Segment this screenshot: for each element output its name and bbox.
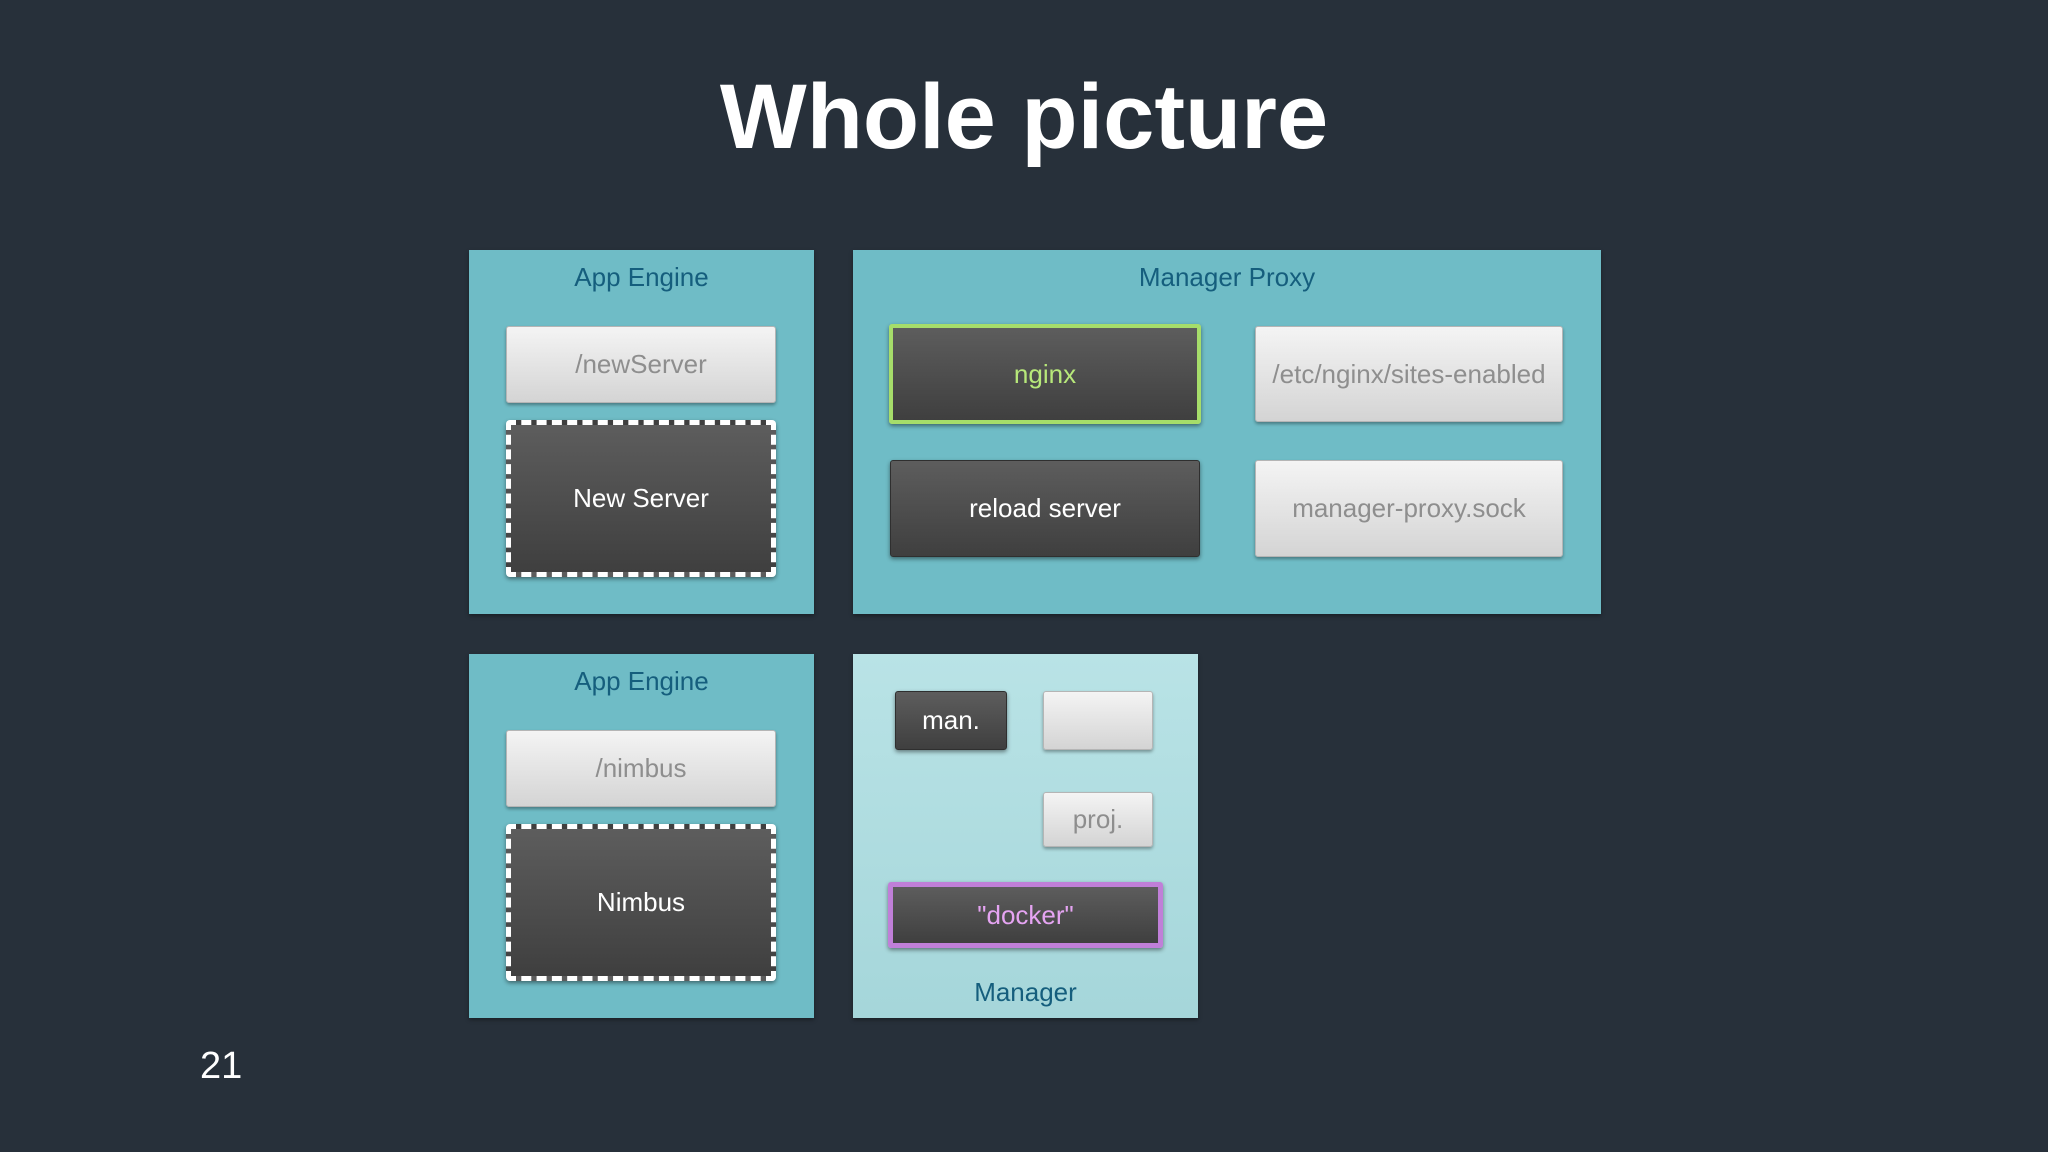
manager-proxy-panel: Manager Proxy nginx /etc/nginx/sites-ena… [853,250,1601,614]
proj-box: proj. [1043,792,1153,847]
sites-enabled-box: /etc/nginx/sites-enabled [1255,326,1563,422]
app-engine-label: App Engine [574,262,709,292]
nimbus-component-box: Nimbus [506,824,776,981]
app-engine-panel-top: App Engine /newServer New Server [469,250,814,614]
new-server-component-box: New Server [506,420,776,577]
nginx-box: nginx [889,324,1201,424]
slide-title: Whole picture [719,66,1329,168]
manager-proxy-label: Manager Proxy [1138,262,1316,292]
manager-panel: man. proj. "docker" Manager [853,654,1198,1018]
app-engine-panel-bottom: App Engine /nimbus Nimbus [469,654,814,1018]
docker-box: "docker" [888,882,1163,948]
reload-server-box: reload server [890,460,1200,557]
manager-label: Manager [974,977,1077,1007]
page-number: 21 [200,1045,243,1087]
blank-box [1043,691,1153,750]
manager-proxy-sock-box: manager-proxy.sock [1255,460,1563,557]
app-engine-label: App Engine [574,666,709,696]
newserver-endpoint-box: /newServer [506,326,776,403]
nimbus-endpoint-box: /nimbus [506,730,776,807]
man-box: man. [895,691,1007,750]
